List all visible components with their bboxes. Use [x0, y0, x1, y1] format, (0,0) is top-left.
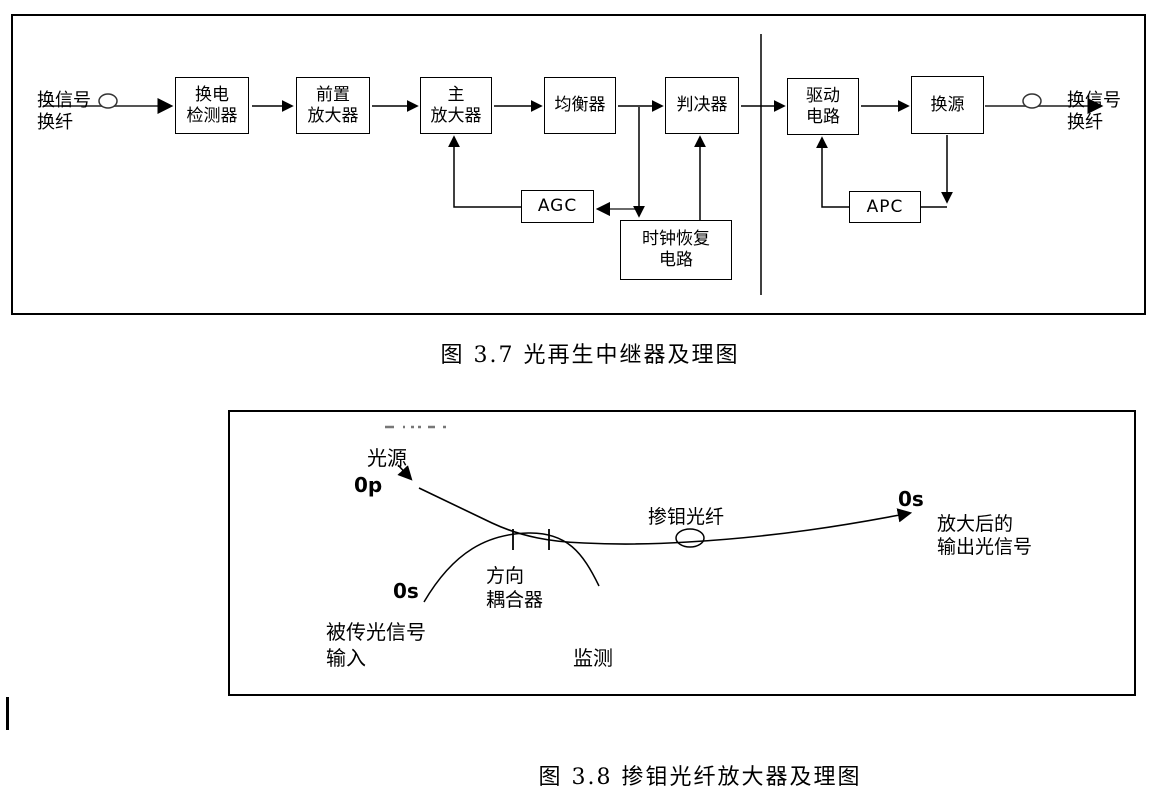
coupler-label: 方向 耦合器: [486, 565, 544, 611]
text-cursor-mark: [6, 697, 9, 730]
fig2-curves: [385, 425, 913, 603]
pump-port-label: 0p: [354, 473, 383, 497]
output-signal-label: 换信号 换纤: [1067, 90, 1121, 133]
agc-feedback-line: [448, 135, 521, 208]
block-preamplifier: 前置 放大器: [296, 77, 370, 134]
block-light-source: 换源: [911, 76, 984, 134]
fig1-wires: [43, 34, 1104, 295]
fiber-coil-icon: [1022, 93, 1042, 109]
output-signal-label: 放大后的 输出光信号: [937, 513, 1033, 558]
monitor-label: 监测: [573, 646, 613, 670]
block-photodetector: 换电 检测器: [175, 77, 249, 134]
signal-port-out-label: 0s: [898, 487, 924, 511]
block-clock-recovery: 时钟恢复 电路: [620, 220, 732, 280]
signal-fiber-arc: [423, 532, 600, 603]
block-drive-circuit: 驱动 电路: [787, 78, 859, 135]
pump-input-arrow: [397, 464, 413, 481]
signal-port-in-label: 0s: [393, 579, 419, 603]
block-main-amplifier: 主 放大器: [420, 77, 492, 134]
block-equalizer: 均衡器: [544, 77, 616, 134]
fig1-repeater-diagram: 换电 检测器 前置 放大器 主 放大器 均衡器 判决器 驱动 电路 换源 AGC…: [11, 14, 1146, 315]
fiber-coil-icon: [98, 93, 118, 109]
doped-fiber-coil-icon: [675, 528, 705, 548]
fig1-caption: 图 3.7 光再生中继器及理图: [440, 343, 740, 368]
main-fiber-curve: [418, 487, 913, 545]
input-signal-label: 换信号 换纤: [37, 90, 91, 133]
block-decision-circuit: 判决器: [665, 77, 739, 134]
block-apc: APC: [849, 191, 921, 223]
fig2-caption: 图 3.8 掺钼光纤放大器及理图: [538, 765, 862, 790]
light-source-label: 光源: [367, 446, 407, 470]
apc-feedback-line: [816, 136, 849, 208]
fig2-fiber-amplifier-diagram: 光源 0p 0s 方向 耦合器 被传光信号 输入 监测 掺钼光纤 0s 放大后的…: [228, 410, 1136, 696]
input-signal-label: 被传光信号 输入: [326, 620, 426, 670]
doped-fiber-label: 掺钼光纤: [648, 506, 725, 528]
block-agc: AGC: [521, 190, 594, 223]
